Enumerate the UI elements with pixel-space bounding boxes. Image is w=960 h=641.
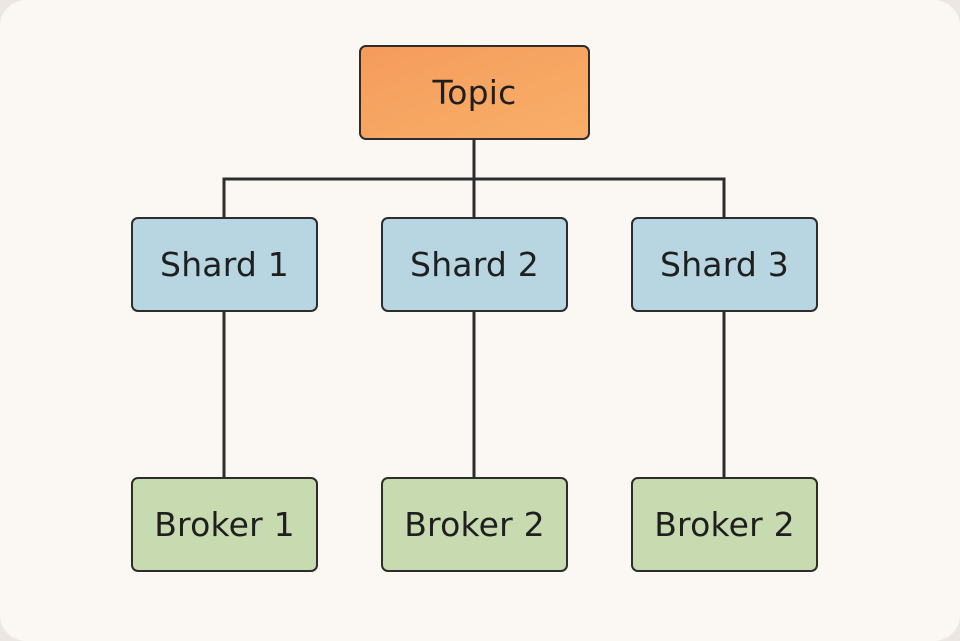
shard-node-2: Shard 2 (381, 217, 568, 312)
topic-node: Topic (359, 45, 590, 140)
broker-node-1: Broker 1 (131, 477, 318, 572)
broker-label: Broker 1 (154, 505, 295, 544)
broker-label: Broker 2 (404, 505, 545, 544)
topic-label: Topic (432, 73, 517, 112)
shard-label: Shard 2 (410, 245, 539, 284)
broker-node-2: Broker 2 (381, 477, 568, 572)
shard-label: Shard 3 (660, 245, 789, 284)
broker-node-3: Broker 2 (631, 477, 818, 572)
shard-node-1: Shard 1 (131, 217, 318, 312)
shard-label: Shard 1 (160, 245, 289, 284)
shard-node-3: Shard 3 (631, 217, 818, 312)
broker-label: Broker 2 (654, 505, 795, 544)
